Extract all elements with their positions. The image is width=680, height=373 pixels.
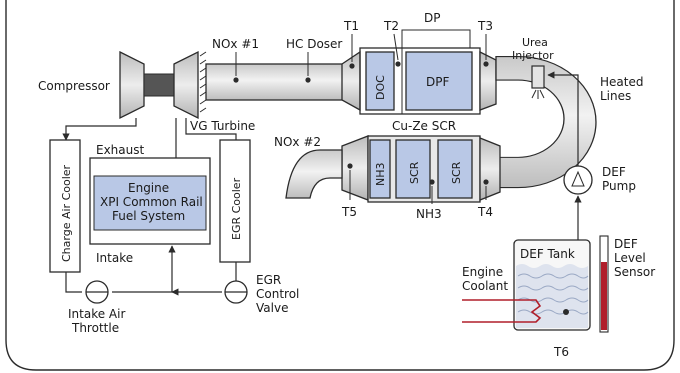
hcdoser-sensor	[305, 77, 311, 83]
label-egr-valve-2: Control	[256, 287, 299, 301]
label-def-pump-1: DEF	[602, 165, 626, 179]
label-hcdoser: HC Doser	[286, 37, 342, 51]
label-t5: T5	[341, 205, 357, 219]
egr-control-valve	[224, 280, 248, 304]
def-fluid	[516, 264, 588, 328]
label-compressor: Compressor	[38, 79, 110, 93]
label-dp: DP	[424, 11, 440, 25]
label-engine-3: Fuel System	[112, 209, 185, 223]
engine-core	[93, 175, 207, 231]
urea-injector	[531, 65, 545, 89]
nox1-sensor	[233, 77, 239, 83]
compressor	[119, 50, 175, 120]
label-nh3-left: NH3	[374, 163, 387, 187]
exhaust-pipe-upper	[205, 63, 347, 101]
label-t2: T2	[383, 19, 399, 33]
heated-line	[547, 71, 579, 166]
line-turbine-to-egr	[185, 118, 237, 140]
label-egr-valve-1: EGR	[256, 273, 281, 287]
dp-bracket	[401, 29, 471, 48]
label-nox1: NOx #1	[212, 37, 259, 51]
turbo-shaft	[143, 73, 175, 97]
label-egr-valve-3: Valve	[256, 301, 288, 315]
label-def-sensor-3: Sensor	[614, 265, 655, 279]
t4-sensor	[483, 179, 489, 185]
label-throttle-1: Intake Air	[68, 307, 125, 321]
line-compressor-to-cac	[62, 118, 137, 141]
dpf-outlet-cone	[479, 50, 497, 111]
label-scr-1: SCR	[408, 161, 421, 184]
def-pump-arrow	[571, 170, 585, 187]
nh3-sensor	[429, 179, 435, 185]
label-t6: T6	[553, 345, 569, 359]
t3-sensor	[483, 61, 489, 67]
tailpipe	[285, 149, 343, 199]
label-engine-2: XPI Common Rail	[100, 195, 203, 209]
label-charge-air-cooler: Charge Air Cooler	[60, 164, 73, 262]
t6-sensor	[563, 309, 569, 315]
frame-border	[5, 0, 675, 371]
egr-cooler	[219, 139, 251, 263]
label-nox2: NOx #2	[274, 135, 321, 149]
label-coolant-2: Coolant	[462, 279, 508, 293]
scr-brick-2	[437, 139, 473, 199]
label-urea-1: Urea	[522, 36, 548, 49]
def-level-fill	[601, 262, 607, 330]
charge-air-cooler	[49, 139, 81, 273]
scr-outlet-cone	[341, 135, 369, 201]
label-cu-ze-scr: Cu-Ze SCR	[392, 119, 456, 133]
turbine-housing	[173, 50, 199, 120]
label-t3: T3	[477, 19, 493, 33]
line-cac-to-throttle	[65, 272, 82, 293]
label-exhaust: Exhaust	[96, 143, 145, 157]
label-urea-2: Injector	[512, 49, 554, 62]
label-t4: T4	[477, 205, 493, 219]
label-def-sensor-1: DEF	[614, 237, 638, 251]
def-waves	[517, 273, 589, 315]
label-egr-cooler: EGR Cooler	[230, 177, 243, 240]
doc-brick	[365, 51, 395, 111]
label-doc: DOC	[374, 75, 387, 100]
scr-inlet-cone	[479, 137, 501, 201]
label-throttle-2: Throttle	[71, 321, 119, 335]
label-def-tank: DEF Tank	[520, 247, 575, 261]
dpf-brick	[405, 51, 473, 111]
coolant-in	[462, 299, 542, 323]
label-coolant-1: Engine	[462, 265, 503, 279]
vg-turbine	[173, 50, 207, 120]
label-intake: Intake	[96, 251, 133, 265]
doc-inlet-cone	[341, 50, 361, 112]
label-def-sensor-2: Level	[614, 251, 646, 265]
intake-air-throttle	[85, 280, 109, 304]
compressor-housing	[119, 50, 145, 120]
label-heated-2: Lines	[600, 89, 631, 103]
u-bend-pipe	[495, 56, 597, 189]
urea-spray	[531, 89, 545, 99]
label-scr-2: SCR	[450, 161, 463, 184]
label-engine-1: Engine	[128, 181, 169, 195]
label-def-pump-2: Pump	[602, 179, 636, 193]
turbine-vanes	[199, 51, 207, 113]
label-vg-turbine: VG Turbine	[190, 119, 255, 133]
nh3-slip-brick	[369, 139, 391, 199]
t5-sensor	[347, 163, 353, 169]
leader-t2	[393, 33, 399, 61]
label-t1: T1	[343, 19, 359, 33]
scr-brick-1	[395, 139, 431, 199]
t1-sensor	[349, 63, 355, 69]
label-heated-1: Heated	[600, 75, 643, 89]
label-dpf: DPF	[426, 75, 449, 89]
t2-sensor	[395, 61, 401, 67]
label-nh3-bottom: NH3	[416, 207, 442, 221]
